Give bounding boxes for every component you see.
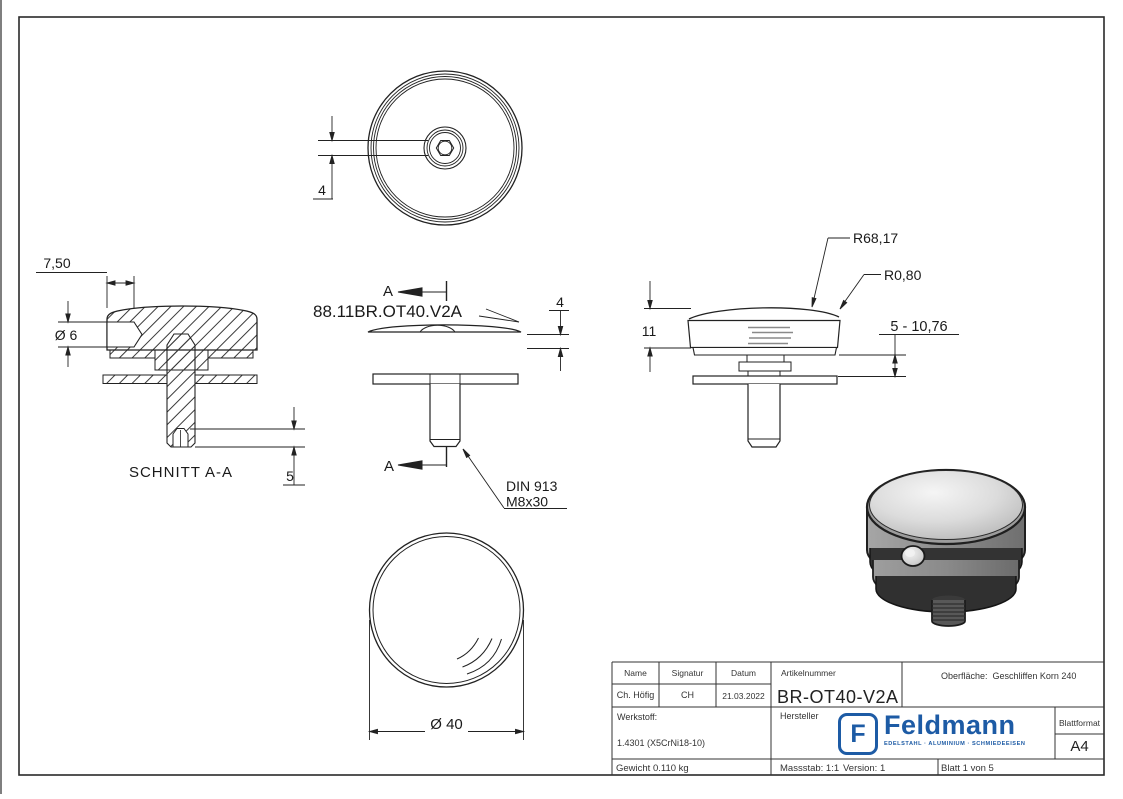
screw-note-line2: M8x30 <box>506 494 548 510</box>
datum-value: 21.03.2022 <box>722 691 765 701</box>
logo-tagline: EDELSTAHL · ALUMINIUM · SCHMIEDEEISEN <box>884 741 1026 747</box>
section-arrow-bottom <box>397 447 448 470</box>
hub-bump <box>419 324 456 333</box>
front-view: 11 5 - 10,76 R68,17 R0,80 <box>642 230 959 448</box>
name-value: Ch. Höfig <box>616 690 655 700</box>
artikelnummer-label: Artikelnummer <box>781 668 836 678</box>
section-arrow-top <box>397 281 448 301</box>
grind-marks <box>748 326 793 345</box>
cap-lens <box>367 324 522 333</box>
name-label: Name <box>624 668 647 678</box>
oberflaeche-value: Geschliffen Korn 240 <box>992 671 1077 681</box>
hex-socket <box>435 140 455 156</box>
datum-label: Datum <box>730 668 757 678</box>
dim-radius-dome-text: R68,17 <box>853 230 898 246</box>
signatur-value: CH <box>681 690 694 700</box>
screw-note-line1: DIN 913 <box>506 478 558 494</box>
dim-socket-text: 5 <box>286 468 294 484</box>
leader-r6817 <box>811 237 850 308</box>
massstab: Massstab: 1:1 <box>780 763 840 774</box>
dim-hole-text: Ø 6 <box>55 327 78 343</box>
dim-11 <box>644 281 691 372</box>
cap-lip <box>692 346 838 356</box>
dim-d40 <box>367 620 526 740</box>
dome-arc <box>688 307 840 320</box>
logo-monogram-letter: F <box>850 719 866 748</box>
lower-plate <box>692 375 838 385</box>
title-block-grid <box>611 661 1104 775</box>
bottom-view: Ø 40 <box>367 532 526 740</box>
section-marker-top: A <box>383 283 393 300</box>
signatur-label: Signatur <box>671 668 704 678</box>
dim-d6 <box>58 301 107 367</box>
werkstoff-label: Werkstoff: <box>617 712 658 722</box>
dim-hex-text: 4 <box>318 182 326 198</box>
gewicht: Gewicht 0.110 kg <box>616 763 689 774</box>
dim-750 <box>36 272 136 308</box>
sheet-frame <box>0 0 1105 794</box>
section-view: 7,50 Ø 6 5 SCHNITT A-A <box>36 255 305 486</box>
clamp-plate-left <box>102 374 168 384</box>
cap-body <box>687 319 841 349</box>
din-leader <box>462 448 567 509</box>
reflection-arcs <box>456 637 502 675</box>
werkstoff-value: 1.4301 (X5CrNi18-10) <box>617 738 706 748</box>
top-view: 4 <box>313 70 523 226</box>
logo-brand-text: Feldmann <box>884 710 1016 740</box>
screw-stem <box>429 384 461 448</box>
blattformat-value: A4 <box>1070 738 1089 755</box>
top-view-dim-4 <box>313 116 428 200</box>
dim-height-text: 11 <box>642 323 657 339</box>
dim-depth-text: 7,50 <box>43 255 70 271</box>
clamp-plate-right <box>194 374 258 384</box>
oberflaeche: Oberfläche: Geschliffen Korn 240 <box>941 671 1076 681</box>
version: Version: 1 <box>843 763 886 774</box>
oberflaeche-label: Oberfläche: <box>941 671 988 681</box>
stud <box>747 384 781 448</box>
render-3d <box>865 468 1027 627</box>
leader-r080 <box>839 274 881 310</box>
dim-clamp-range <box>838 334 959 379</box>
dim-radius-edge-text: R0,80 <box>884 267 922 283</box>
dim-diameter-text: Ø 40 <box>430 716 463 733</box>
dim-5 <box>190 407 305 486</box>
blattformat-label: Blattformat <box>1058 718 1101 728</box>
dim-clamp-range-text: 5 - 10,76 <box>890 319 947 335</box>
part-number-label: 88.11BR.OT40.V2A <box>313 302 463 321</box>
blatt: Blatt 1 von 5 <box>941 763 994 774</box>
cap-section <box>106 305 258 351</box>
hersteller-label: Hersteller <box>780 711 819 721</box>
artikelnummer-value: BR-OT40-V2A <box>777 687 899 707</box>
feldmann-logo-icon: F <box>838 713 878 755</box>
render-dome-face <box>869 470 1023 540</box>
side-hole <box>106 321 143 348</box>
dim-cap-text: 4 <box>556 294 564 310</box>
washer-plate <box>372 373 519 385</box>
side-view: 88.11BR.OT40.V2A A 4 A <box>313 281 569 510</box>
section-marker-bottom: A <box>384 458 394 475</box>
feldmann-logo: Feldmann EDELSTAHL · ALUMINIUM · SCHMIED… <box>884 710 1026 748</box>
section-view-label: SCHNITT A-A <box>129 464 233 481</box>
dim-4-side <box>527 310 569 371</box>
